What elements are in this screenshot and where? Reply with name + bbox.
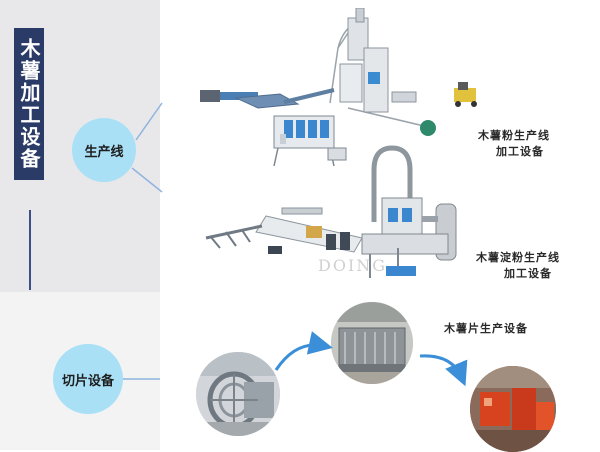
connector-to-starch-line <box>131 167 163 193</box>
starch-line-label-line1: 木薯淀粉生产线 <box>476 251 560 264</box>
vertical-divider <box>29 210 31 290</box>
flour-line-label-line1: 木薯粉生产线 <box>478 129 550 142</box>
starch-line-label-line2: 加工设备 <box>504 267 552 280</box>
chips-processing-photo <box>470 366 556 452</box>
connector-to-flour-line <box>135 102 163 141</box>
category-production-line-label: 生产线 <box>84 144 124 160</box>
chips-line-label: 木薯片生产设备 <box>444 322 528 335</box>
category-slicing-equipment-label: 切片设备 <box>61 373 114 389</box>
arrow-slicer-to-chips <box>419 354 468 387</box>
arrow-washer-to-slicer <box>274 331 333 371</box>
flour-line-label-line2: 加工设备 <box>496 145 544 158</box>
starch-line-label: 木薯淀粉生产线 加工设备 <box>476 250 560 282</box>
starch-production-line-image <box>205 145 457 278</box>
category-slicing-equipment: 切片设备 <box>53 344 123 414</box>
flour-line-label: 木薯粉生产线 加工设备 <box>478 128 550 160</box>
flour-production-line-image <box>200 8 477 167</box>
watermark: DOING <box>318 256 388 275</box>
category-production-line: 生产线 <box>72 118 136 182</box>
title-box: 木薯加工设备 <box>14 28 44 180</box>
page-title: 木薯加工设备 <box>17 38 41 170</box>
